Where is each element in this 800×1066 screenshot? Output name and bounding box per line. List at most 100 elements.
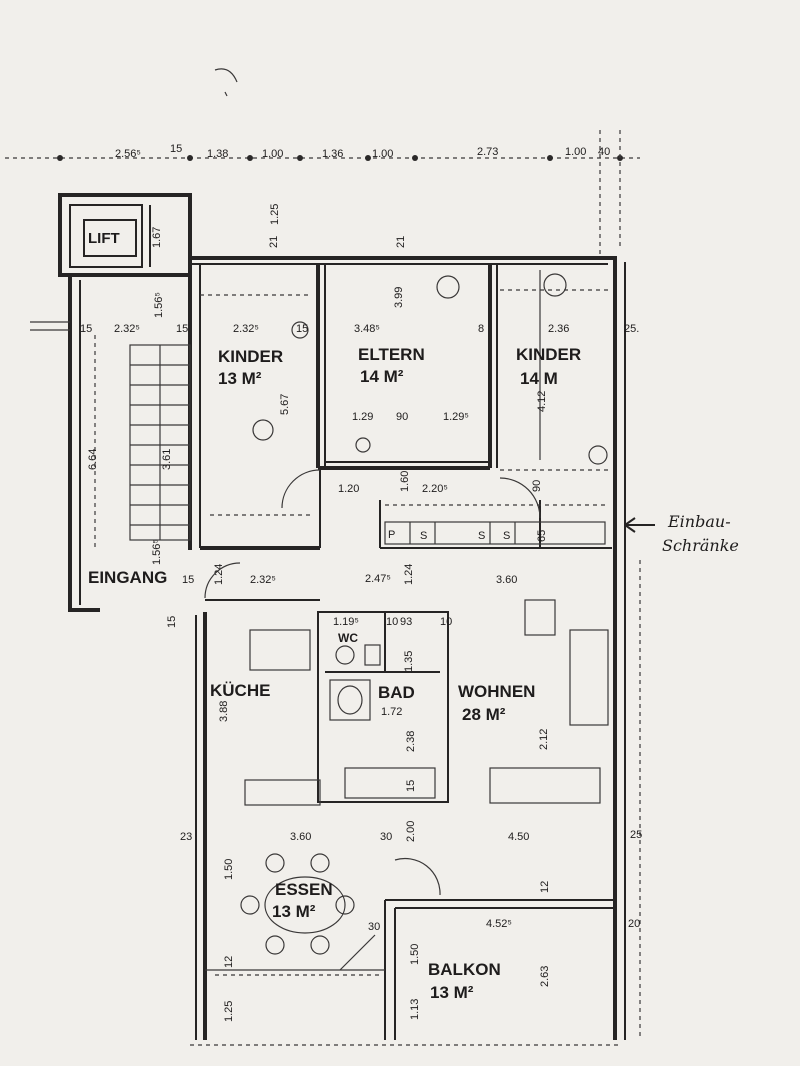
dim-2205: 2.20⁵ xyxy=(422,483,448,495)
dim-30: 30 xyxy=(380,831,392,843)
room-kueche: KÜCHE xyxy=(210,681,270,700)
dim-15-e: 15 xyxy=(182,574,194,586)
area-kinder-left: 13 M² xyxy=(218,369,262,388)
dimension-labels: 1.25 21 21 1.56⁵ 15 2.32⁵ 15 2.32⁵ 15 3.… xyxy=(80,204,642,1022)
staircase xyxy=(129,344,191,541)
dim-172: 1.72 xyxy=(381,706,402,718)
dim-412: 4.12 xyxy=(536,391,548,412)
dim-25-b: 25 xyxy=(630,829,642,841)
dim-388: 3.88 xyxy=(218,701,230,722)
closet-p: P xyxy=(388,529,395,541)
area-wohnen: 28 M² xyxy=(462,705,506,724)
dim-135: 1.35 xyxy=(403,651,415,672)
dim-113: 1.13 xyxy=(409,999,421,1020)
dim-212: 2.12 xyxy=(538,729,550,750)
dim-90b: 90 xyxy=(531,480,543,492)
top-dim-8: 40 xyxy=(598,146,610,158)
dim-12b: 12 xyxy=(223,956,235,968)
top-dim-3: 1.00 xyxy=(262,148,283,160)
top-dimension-line: 2.56⁵ 15 1.38 1.00 1.36 1.00 2.73 1.00 4… xyxy=(5,143,640,161)
dim-15-b: 15 xyxy=(176,323,188,335)
dim-65: 65 xyxy=(536,530,548,542)
top-dim-7: 1.00 xyxy=(565,146,586,158)
door-swings xyxy=(204,469,541,971)
room-wohnen: WOHNEN xyxy=(458,682,535,701)
dim-15-f: 15 xyxy=(166,616,178,628)
top-dim-0: 2.56⁵ xyxy=(115,148,141,160)
top-dim-1: 15 xyxy=(170,143,182,155)
dim-567: 5.67 xyxy=(279,394,291,415)
top-dim-5: 1.00 xyxy=(372,148,393,160)
dim-1565-bottom: 1.56⁵ xyxy=(151,539,163,565)
interior-walls-lower xyxy=(205,599,615,1040)
dim-150: 1.50 xyxy=(223,859,235,880)
dim-20: 20 xyxy=(628,918,640,930)
dim-2325-a: 2.32⁵ xyxy=(114,323,140,335)
dim-15-c: 15 xyxy=(296,323,308,335)
dim-263: 2.63 xyxy=(539,966,551,987)
closet-s2: S xyxy=(478,530,485,542)
dim-200: 2.00 xyxy=(405,821,417,842)
dim-360-top: 3.60 xyxy=(496,574,517,586)
ceiling-lights xyxy=(252,273,608,465)
dim-1195: 1.19⁵ xyxy=(333,616,359,628)
dim-10: 10 xyxy=(386,616,398,628)
top-dim-6: 2.73 xyxy=(477,146,498,158)
dim-12a: 12 xyxy=(539,881,551,893)
dim-150b: 1.50 xyxy=(409,944,421,965)
room-wc: WC xyxy=(338,631,358,645)
dim-450: 4.50 xyxy=(508,831,529,843)
dim-664: 6.64 xyxy=(87,449,99,470)
dim-3485: 3.48⁵ xyxy=(354,323,380,335)
closet-s1: S xyxy=(420,530,427,542)
dim-238: 2.38 xyxy=(405,731,417,752)
area-balkon: 13 M² xyxy=(430,983,474,1002)
room-kinder-left: KINDER xyxy=(218,347,283,366)
dim-124b: 1.24 xyxy=(403,564,415,585)
dim-125-bottom: 1.25 xyxy=(223,1001,235,1022)
built-in-closets: P S S S xyxy=(384,504,606,545)
closet-s3: S xyxy=(503,530,510,542)
annotation-line-1: Einbau- xyxy=(667,512,731,531)
dim-129: 1.29 xyxy=(352,411,373,423)
area-essen: 13 M² xyxy=(272,902,316,921)
area-kinder-right: 14 M xyxy=(520,369,558,388)
dim-125-top: 1.25 xyxy=(269,204,281,225)
lift-shaft: LIFT 1.67 xyxy=(58,193,192,277)
dim-10b: 10 xyxy=(440,616,452,628)
dim-120: 1.20 xyxy=(338,483,359,495)
dim-15-left: 15 xyxy=(80,323,92,335)
dim-2475: 2.47⁵ xyxy=(365,573,391,585)
room-essen: ESSEN xyxy=(275,880,333,899)
annotation-line-2: Schränke xyxy=(662,536,739,555)
dim-2325-b: 2.32⁵ xyxy=(233,323,259,335)
dim-30b: 30 xyxy=(368,921,380,933)
dim-90: 90 xyxy=(396,411,408,423)
room-eingang: EINGANG xyxy=(88,568,167,587)
dim-1565-top: 1.56⁵ xyxy=(153,292,165,318)
room-bad: BAD xyxy=(378,683,415,702)
dim-lift-height: 1.67 xyxy=(151,227,163,248)
dim-236: 2.36 xyxy=(548,323,569,335)
dim-1295: 1.29⁵ xyxy=(443,411,469,423)
dim-399: 3.99 xyxy=(393,287,405,308)
dim-21a: 21 xyxy=(268,236,280,248)
bedroom-walls xyxy=(200,264,612,550)
dim-2325-c: 2.32⁵ xyxy=(250,574,276,586)
room-kinder-right: KINDER xyxy=(516,345,581,364)
dim-360-bottom: 3.60 xyxy=(290,831,311,843)
dim-23: 23 xyxy=(180,831,192,843)
lift-label: LIFT xyxy=(88,230,120,247)
dim-21b: 21 xyxy=(395,236,407,248)
room-balkon: BALKON xyxy=(428,960,501,979)
dim-8: 8 xyxy=(478,323,484,335)
dining-table xyxy=(240,853,355,955)
room-eltern: ELTERN xyxy=(358,345,425,364)
top-dim-2: 1.38 xyxy=(207,148,228,160)
dim-124: 1.24 xyxy=(213,564,225,585)
dim-361: 3.61 xyxy=(161,449,173,470)
dim-4525: 4.52⁵ xyxy=(486,918,512,930)
top-dim-4: 1.36 xyxy=(322,148,343,160)
